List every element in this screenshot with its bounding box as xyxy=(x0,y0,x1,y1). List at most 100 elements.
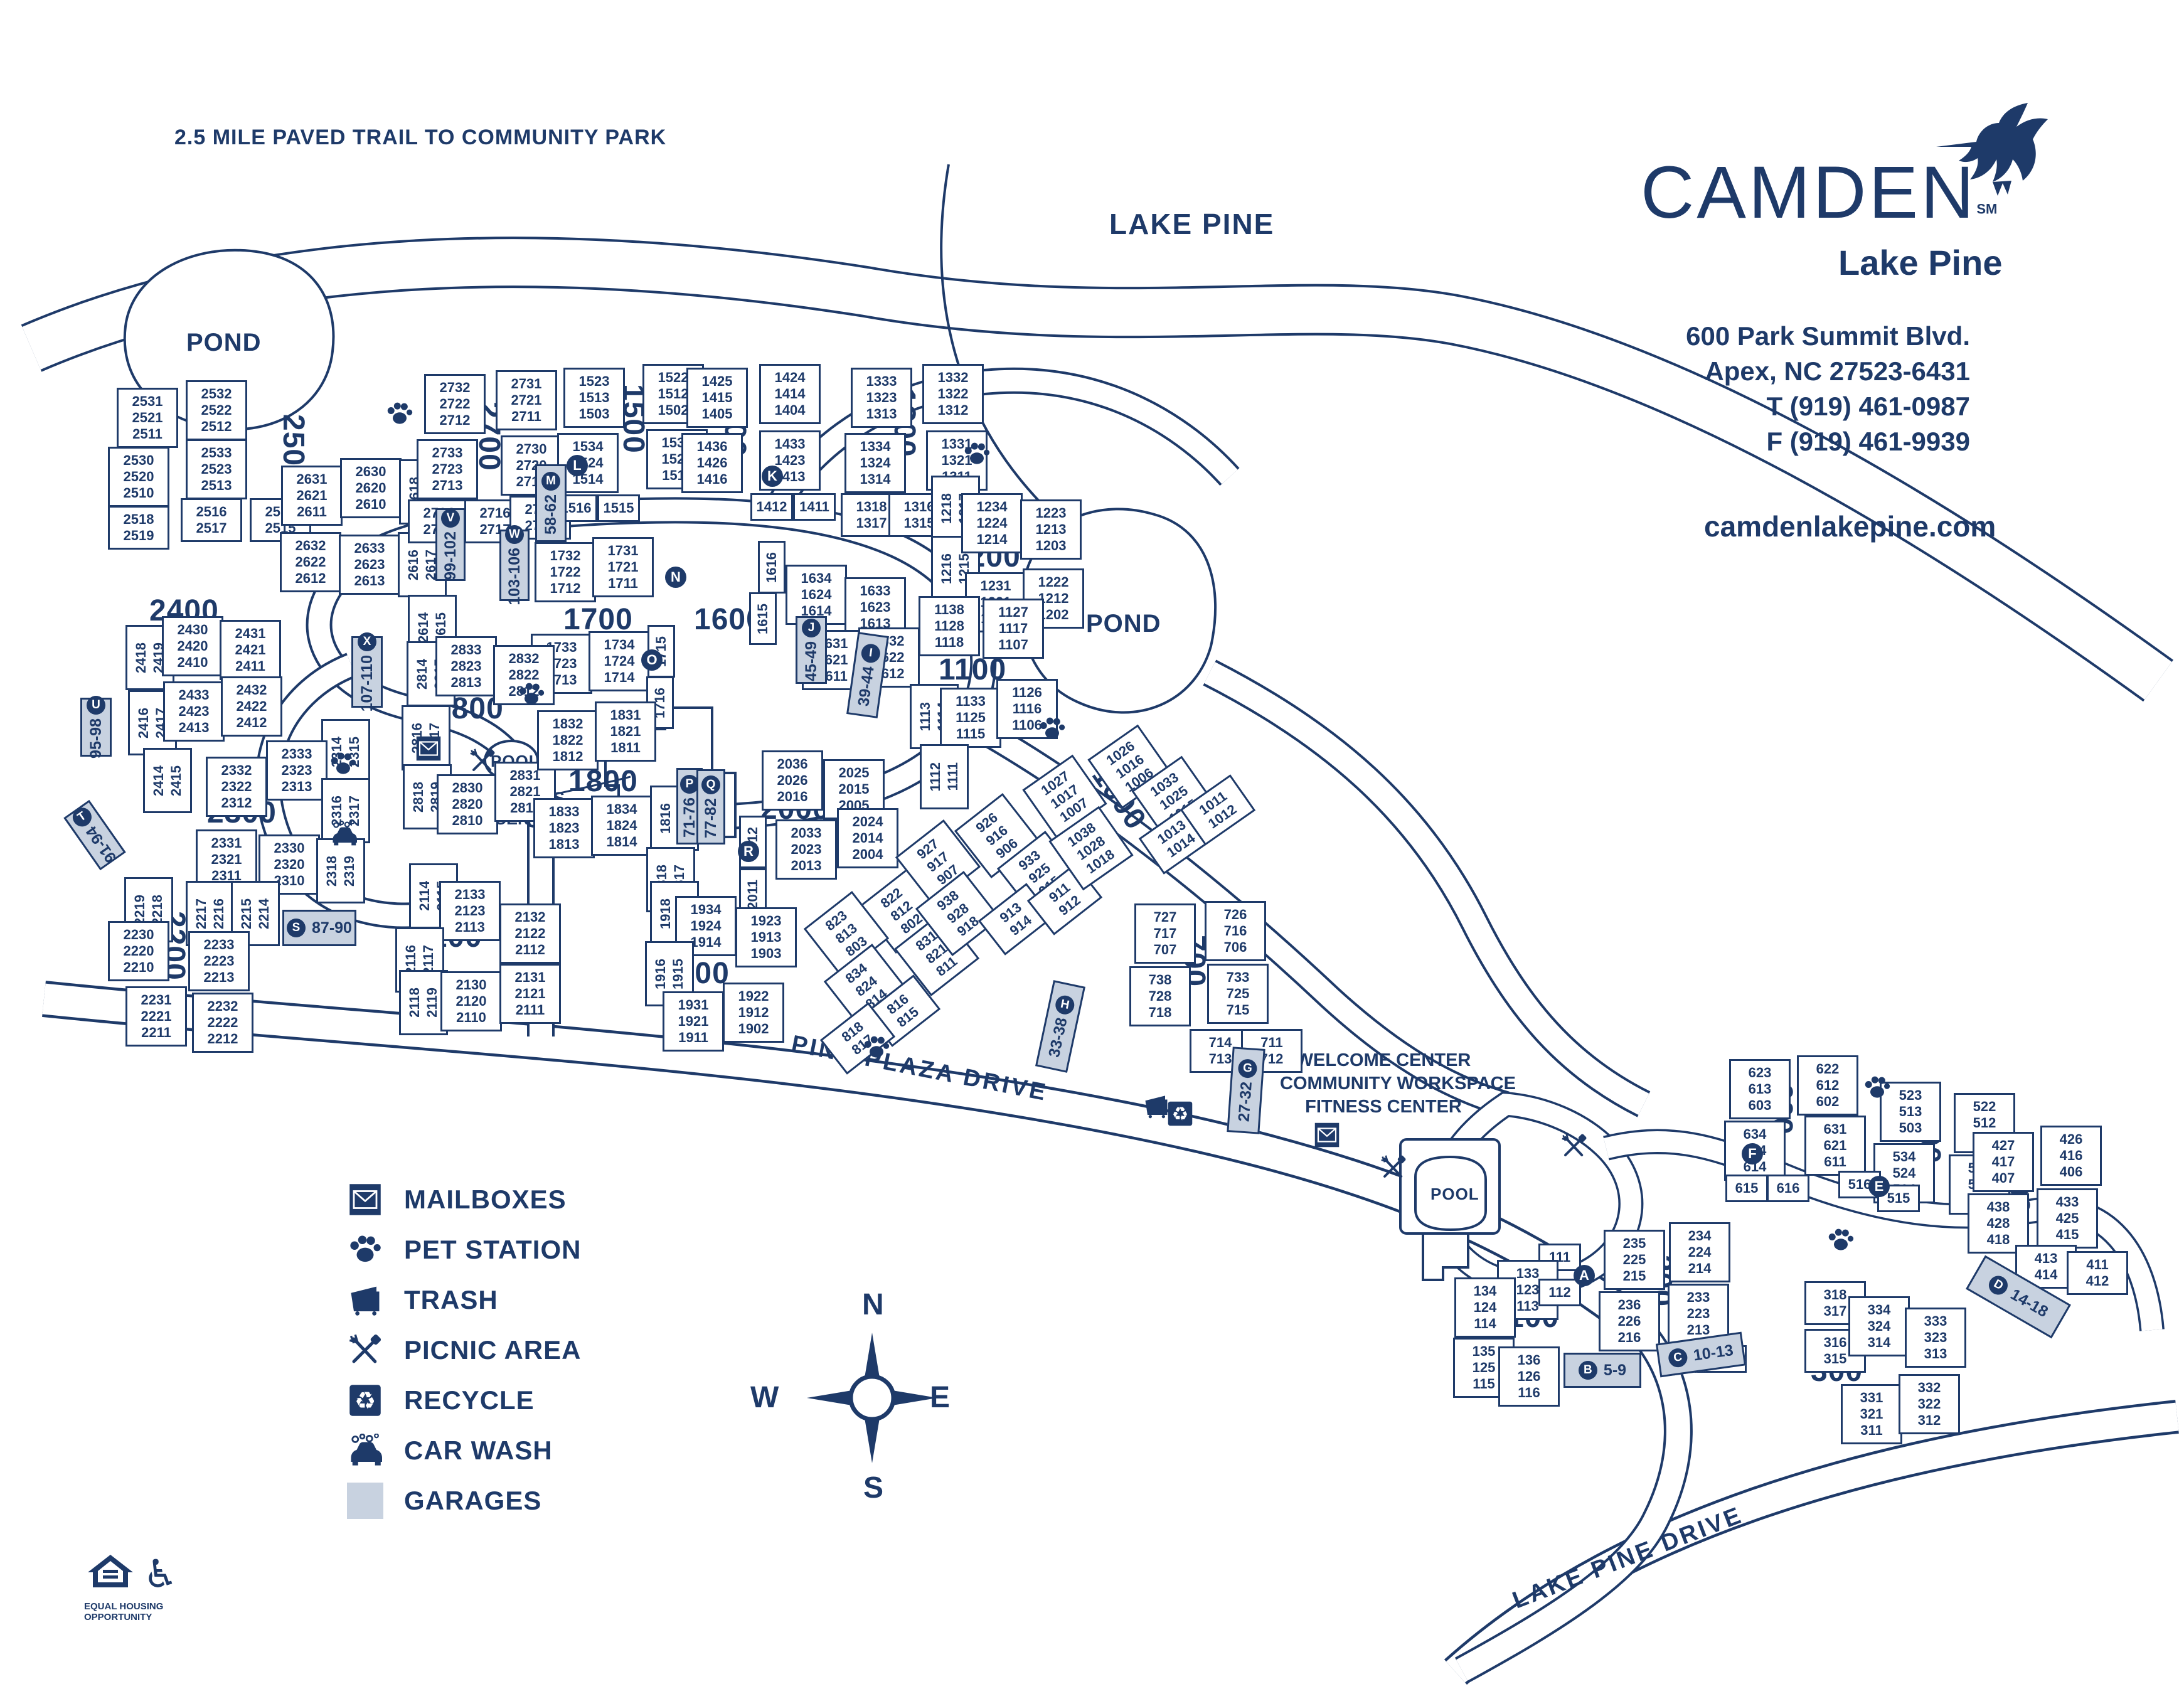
compass-w: W xyxy=(750,1381,779,1414)
unit-number: 1724 xyxy=(604,653,635,669)
unit-number: 1722 xyxy=(550,564,581,580)
unit-number: 2813 xyxy=(450,674,482,690)
building-1500-units: 1515 xyxy=(597,494,640,522)
unit-number: 2833 xyxy=(450,642,482,658)
carwash-icon xyxy=(331,820,357,850)
unit-number: 2431 xyxy=(235,626,266,641)
unit-number: 1234 xyxy=(976,499,1008,514)
unit-number: 2332 xyxy=(221,762,252,778)
garage-27-32-badge: G xyxy=(1237,1058,1258,1079)
unit-number: 1623 xyxy=(860,599,891,615)
unit-number: 1214 xyxy=(976,531,1008,547)
unit-number: 1714 xyxy=(604,669,635,685)
welcome-line: WELCOME CENTER xyxy=(1296,1050,1471,1070)
paw-icon xyxy=(329,750,357,781)
unit-number: 2216 xyxy=(211,898,226,929)
website-link[interactable]: camdenlakepine.com xyxy=(1704,510,1996,543)
unit-number: 725 xyxy=(1226,986,1250,1001)
hummingbird-icon xyxy=(1936,103,2048,196)
unit-number: 2511 xyxy=(132,426,162,442)
unit-number: 1734 xyxy=(604,637,635,653)
building-2800-units: 283228222812 xyxy=(493,645,555,705)
building-badge-K: K xyxy=(762,466,783,487)
welcome-line: FITNESS CENTER xyxy=(1305,1097,1462,1117)
unit-number: 2530 xyxy=(123,452,154,468)
unit-number: 2131 xyxy=(514,969,546,985)
unit-number: 2616 xyxy=(405,549,421,580)
unit-number: 616 xyxy=(1776,1180,1800,1196)
unit-number: 2510 xyxy=(123,485,154,501)
garage-45-49-badge: J xyxy=(802,619,821,638)
lake-pine-label: LAKE PINE xyxy=(1109,208,1275,240)
unit-number: 1711 xyxy=(608,575,638,591)
unit-number: 332 xyxy=(1917,1380,1941,1395)
unit-number: 1218 xyxy=(939,493,954,524)
building-100-units: 111 xyxy=(1538,1244,1581,1271)
pond-label: POND xyxy=(1086,610,1161,637)
compass-e: E xyxy=(930,1381,951,1414)
unit-number: 1317 xyxy=(856,515,887,531)
unit-number: 1231 xyxy=(980,578,1011,594)
unit-number: 2730 xyxy=(516,441,547,457)
unit-number: 1831 xyxy=(610,707,641,723)
unit-number: 1216 xyxy=(939,553,954,584)
unit-number: 706 xyxy=(1223,939,1247,955)
legend-label: TRASH xyxy=(404,1285,498,1314)
garage-58-62-badge: M xyxy=(541,472,560,491)
unit-number: 1915 xyxy=(670,958,686,989)
unit-number: 602 xyxy=(1816,1094,1840,1109)
unit-number: 215 xyxy=(1622,1268,1646,1284)
recycle-icon: ♻ xyxy=(1167,1100,1193,1130)
unit-number: 233 xyxy=(1686,1289,1710,1305)
garage-71-76-badge: P xyxy=(680,775,699,794)
unit-number: 1436 xyxy=(696,439,728,454)
unit-number: 1934 xyxy=(690,902,722,917)
unit-number: 2331 xyxy=(211,835,242,851)
unit-number: 2320 xyxy=(274,856,305,872)
unit-number: 2015 xyxy=(838,781,870,797)
legend-label: RECYCLE xyxy=(404,1385,535,1415)
building-100-units: 112 xyxy=(1538,1279,1581,1306)
unit-number: 2632 xyxy=(295,538,326,553)
unit-number: 1832 xyxy=(552,716,583,732)
unit-number: 2420 xyxy=(177,638,208,654)
unit-number: 427 xyxy=(1991,1138,2015,1153)
unit-number: 2330 xyxy=(274,840,305,856)
unit-number: 2230 xyxy=(123,927,154,942)
unit-number: 711 xyxy=(1260,1035,1283,1050)
brand-community: Lake Pine xyxy=(1838,243,2003,282)
unit-number: 134 xyxy=(1473,1283,1497,1299)
paw-icon xyxy=(863,1034,890,1065)
unit-number: 1424 xyxy=(774,370,806,385)
pool-east-label: POOL xyxy=(1430,1185,1479,1203)
garage-87-90-badge: S xyxy=(287,919,306,937)
unit-number: 411 xyxy=(2086,1257,2109,1272)
unit-number: 2821 xyxy=(509,784,541,799)
picnic-icon xyxy=(469,748,496,777)
unit-number: 2818 xyxy=(410,781,426,813)
unit-number: 116 xyxy=(1518,1385,1540,1400)
unit-number: 631 xyxy=(1823,1121,1847,1137)
unit-number: 321 xyxy=(1860,1406,1883,1422)
unit-number: 1133 xyxy=(956,693,986,709)
recycle-icon: ♻ xyxy=(345,1380,385,1420)
